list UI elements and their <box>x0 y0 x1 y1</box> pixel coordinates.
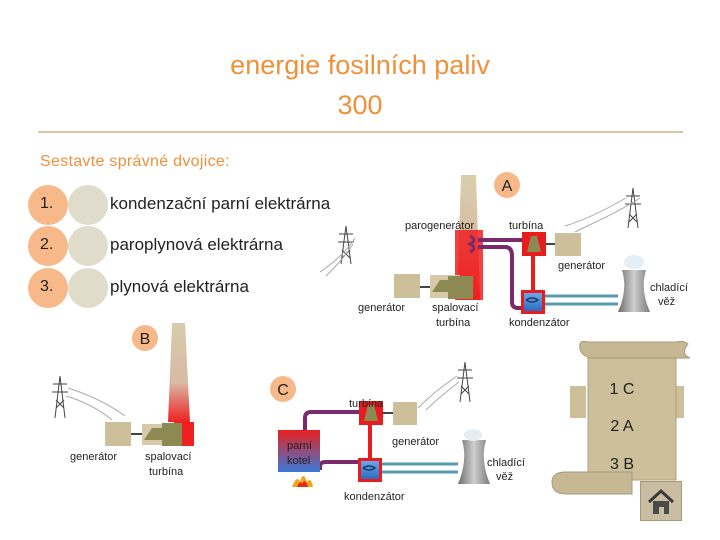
item-label: kondenzační parní elektrárna <box>110 194 331 213</box>
number-circle <box>28 268 68 308</box>
answer-slot[interactable] <box>68 226 108 266</box>
item-label: paroplynová elektrárna <box>110 235 283 254</box>
label-turbina-c: turbína <box>349 398 384 410</box>
label-parogenerator: parogenerátor <box>405 220 474 232</box>
label-vez-c: věž <box>496 471 513 483</box>
task-prompt: Sestavte správné dvojice: <box>40 153 230 170</box>
label-generator-a-top: generátor <box>558 260 605 272</box>
answer-1: 1 C <box>610 381 635 398</box>
badge-b <box>132 325 158 351</box>
label-turbina-a: turbína <box>509 220 544 232</box>
answer-slot[interactable] <box>68 185 108 225</box>
steam-cloud-icon <box>624 255 644 269</box>
label-generator-c: generátor <box>392 436 439 448</box>
title-divider <box>38 131 683 133</box>
item-number: 1. <box>40 195 54 212</box>
item-number: 2. <box>40 236 54 253</box>
chimney-b <box>168 323 190 422</box>
generator-a-top <box>555 233 581 256</box>
label-generator-a-bottom: generátor <box>358 302 405 314</box>
label-turbina-b: turbína <box>149 466 184 478</box>
label-parni: parní <box>287 440 312 452</box>
number-circle <box>28 185 68 225</box>
diagram-b: B generátor spalovací turbína <box>52 323 194 478</box>
badge-c-label: C <box>277 382 289 399</box>
score-label: 300 <box>337 90 383 120</box>
pair-item-3[interactable]: 3. plynová elektrárna <box>28 268 448 308</box>
label-vez-a: věž <box>658 296 675 308</box>
diagram-a: A parogenerátor turbína <box>319 172 688 329</box>
steam-pipe <box>478 245 522 310</box>
answer-scroll: 1 C 2 A 3 B <box>551 340 691 495</box>
cooling-tower-a <box>618 270 650 312</box>
diagram-c: C turbína generátor parní kotel chladící… <box>270 361 525 503</box>
badge-b-label: B <box>140 331 151 348</box>
label-kotel: kotel <box>287 455 310 467</box>
label-chladici-a: chladící <box>650 282 688 294</box>
home-button[interactable] <box>640 481 682 521</box>
slide-title: energie fosilních paliv <box>230 50 490 80</box>
item-number: 3. <box>40 278 54 295</box>
boiler-c <box>278 430 320 472</box>
steam-pipe-c <box>303 410 359 430</box>
badge-c <box>270 376 296 402</box>
label-kondenzator-c: kondenzátor <box>344 491 405 503</box>
label-chladici-c: chladící <box>487 457 525 469</box>
answer-2: 2 A <box>610 418 633 435</box>
label-turbina-a-2: turbína <box>436 317 471 329</box>
item-label: plynová elektrárna <box>110 277 249 296</box>
cooling-tower-c <box>458 440 490 484</box>
answer-slot[interactable] <box>68 268 108 308</box>
label-kondenzator-a: kondenzátor <box>509 317 570 329</box>
power-tower-icon <box>564 187 641 233</box>
heat-coil-icon <box>466 234 476 254</box>
power-tower-icon <box>417 361 473 411</box>
pair-item-2[interactable]: 2. paroplynová elektrárna <box>28 226 448 266</box>
steam-cloud-icon <box>464 429 482 441</box>
generator-c <box>393 402 417 425</box>
power-tower-icon <box>319 225 356 277</box>
generator-a-bottom <box>394 274 420 298</box>
home-icon <box>647 488 675 514</box>
badge-a-label: A <box>502 178 513 195</box>
power-tower-icon <box>52 375 126 421</box>
pair-item-1[interactable]: 1. kondenzační parní elektrárna <box>28 185 448 225</box>
label-spalovaci-a: spalovací <box>432 302 478 314</box>
fire-icon <box>292 476 313 487</box>
generator-b <box>105 422 131 446</box>
label-spalovaci-b: spalovací <box>145 451 191 463</box>
answer-3: 3 B <box>610 456 634 473</box>
label-generator-b: generátor <box>70 451 117 463</box>
badge-a <box>494 172 520 198</box>
number-circle <box>28 226 68 266</box>
